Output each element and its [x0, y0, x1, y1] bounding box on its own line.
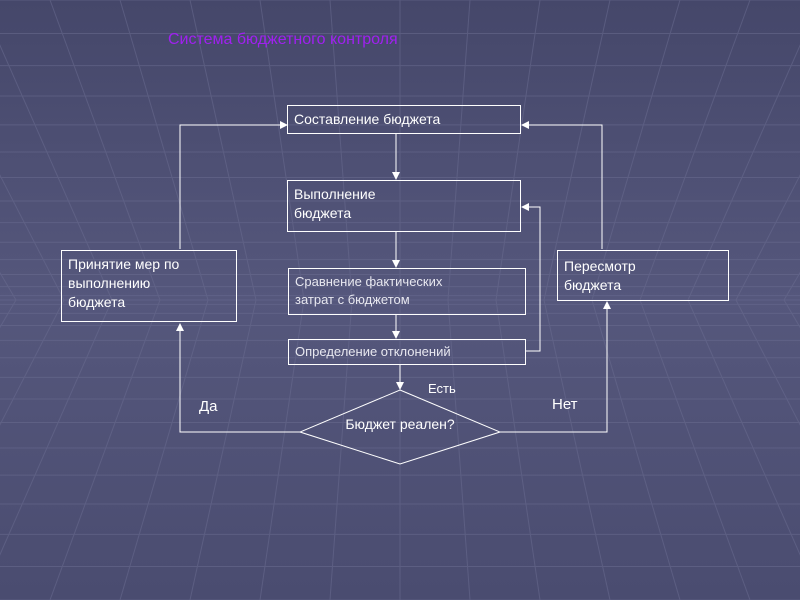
measures-box: Принятие мер по выполнению бюджета [61, 250, 237, 322]
revision-box: Пересмотр бюджета [557, 250, 729, 301]
yes-label: Да [199, 398, 218, 415]
decision-diamond [298, 389, 502, 465]
arrow-deviations-to-execution [521, 203, 541, 352]
arrow-decision-no-to-revision [500, 301, 611, 433]
diagram-title: Система бюджетного контроля [168, 31, 398, 48]
arrow-measures-to-budgeting [179, 121, 288, 249]
arrow-decision-yes-to-measures [176, 323, 300, 433]
execution-box: Выполнение бюджета [287, 180, 521, 232]
comparison-box: Сравнение фактических затрат с бюджетом [288, 268, 526, 315]
arrow-revision-to-budgeting [521, 121, 603, 249]
no-label: Нет [552, 396, 578, 413]
budgeting-box: Составление бюджета [287, 105, 521, 134]
decision-label: Бюджет реален? [345, 416, 455, 432]
exists-label: Есть [428, 381, 456, 396]
deviations-box: Определение отклонений [288, 339, 526, 365]
